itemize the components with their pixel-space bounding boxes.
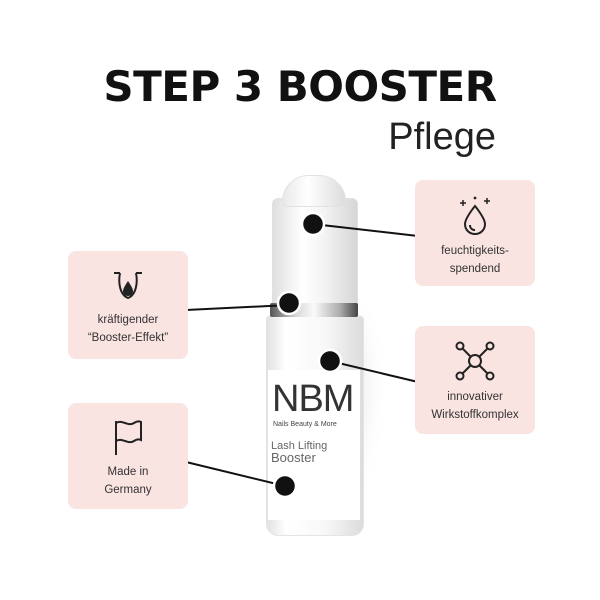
callout-dot-4 xyxy=(272,473,298,499)
brand-logo: NBM xyxy=(272,378,354,420)
page-subtitle: Pflege xyxy=(388,116,496,158)
connector-line-4 xyxy=(185,461,286,487)
page-title: STEP 3 BOOSTER xyxy=(103,62,497,111)
connector-line-3 xyxy=(329,360,419,383)
feature-text-3-line1: innovativer xyxy=(447,391,503,403)
feature-text-1-line1: feuchtigkeits- xyxy=(441,245,509,257)
feature-text-2-line1: kräftigender xyxy=(97,314,159,326)
feature-card-booster: kräftigender “Booster-Effekt” xyxy=(68,251,188,359)
feature-text-4-line2: Germany xyxy=(104,484,152,496)
brand-tagline: Nails Beauty & More xyxy=(273,421,337,428)
feature-card-origin: Made in Germany xyxy=(68,403,188,509)
molecule-icon xyxy=(455,341,495,381)
feature-text-3-line2: Wirkstoffkomplex xyxy=(431,409,519,421)
feature-card-moisturizing: feuchtigkeits- spendend xyxy=(415,180,535,286)
callout-dot-2 xyxy=(276,290,302,316)
lash-drop-icon xyxy=(114,272,142,300)
connector-line-1 xyxy=(312,223,419,237)
callout-dot-1 xyxy=(300,211,326,237)
feature-text-2-line2: “Booster-Effekt” xyxy=(87,332,169,344)
product-name-line1: Lash Lifting xyxy=(271,440,328,452)
connector-line-2 xyxy=(185,304,290,311)
flag-icon xyxy=(115,420,142,455)
feature-text-1-line2: spendend xyxy=(449,263,501,275)
product-name: Lash Lifting Booster xyxy=(271,440,327,464)
feature-card-complex: innovativer Wirkstoffkomplex xyxy=(415,326,535,434)
callout-dot-3 xyxy=(317,348,343,374)
feature-text-4-line1: Made in xyxy=(107,466,149,478)
product-name-line2: Booster xyxy=(271,450,316,465)
water-drop-sparkle-icon xyxy=(460,196,490,236)
